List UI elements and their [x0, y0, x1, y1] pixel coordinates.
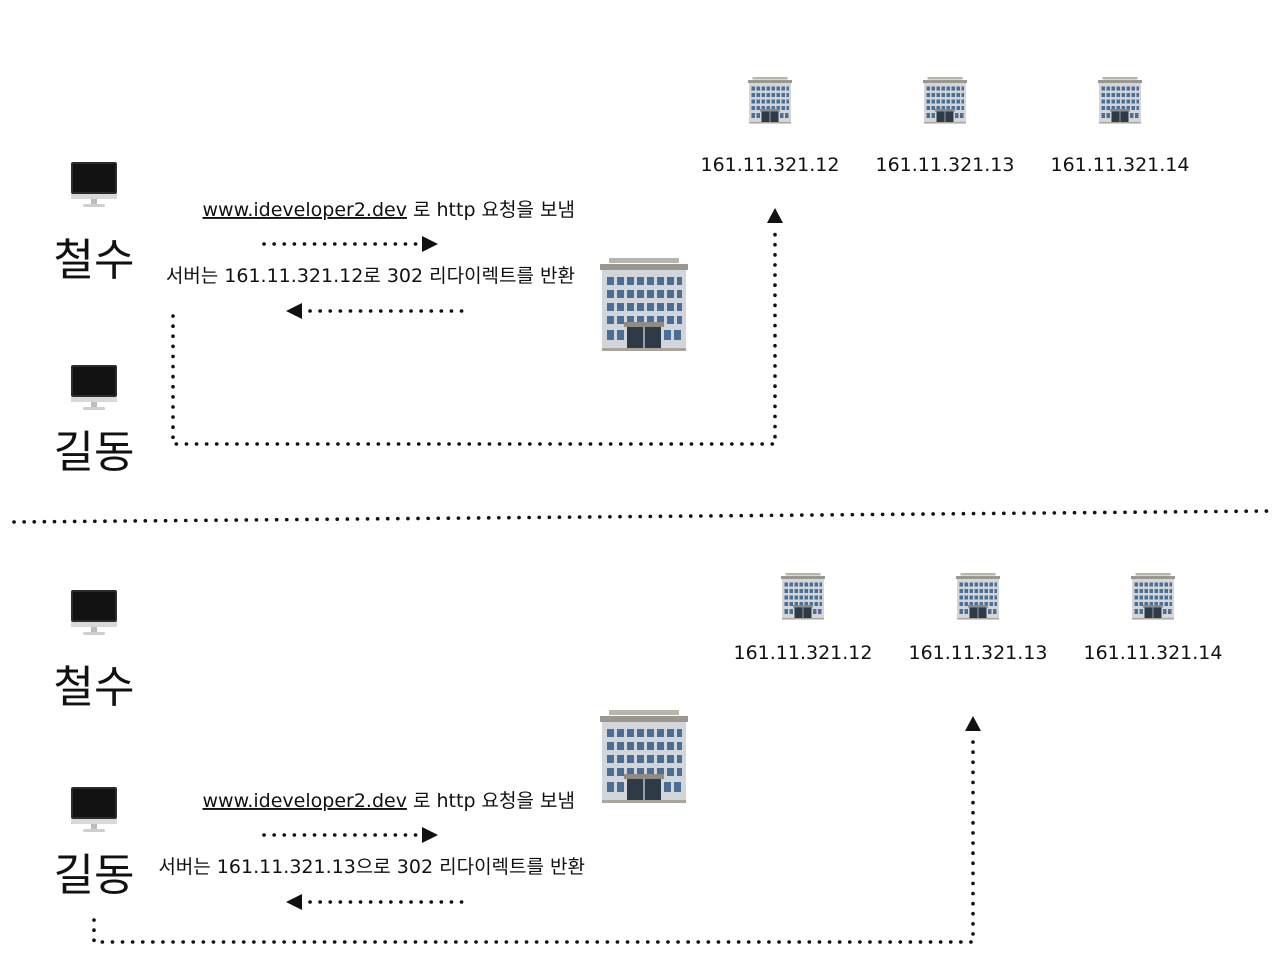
server-group-bottom: 161.11.321.12 161.11.321.13 161.11.321.1… [733, 573, 1223, 664]
section-divider [12, 509, 1274, 524]
request-text: 로 http 요청을 보냄 [407, 199, 575, 221]
arrow-up-icon [965, 716, 981, 731]
server-group-top: 161.11.321.12 161.11.321.13 161.11.321.1… [700, 77, 1190, 176]
office-building-icon [781, 573, 825, 620]
request-link: www.ideveloper2.dev [202, 199, 406, 221]
arrow-up-icon [767, 208, 783, 223]
office-building-icon [956, 573, 1000, 620]
office-building-icon [1131, 573, 1175, 620]
server-ip-label: 161.11.321.12 [733, 642, 872, 664]
office-building-icon [748, 77, 792, 124]
response-message-top: 서버는 161.11.321.12로 302 리다이렉트를 반환 [166, 265, 575, 287]
server-ip-label: 161.11.321.14 [1083, 642, 1222, 664]
request-message-bottom: www.ideveloper2.dev 로 http 요청을 보냄 [202, 790, 575, 812]
office-building-icon [600, 710, 688, 803]
redirect-path-bottom [92, 738, 975, 944]
request-link: www.ideveloper2.dev [202, 790, 406, 812]
desktop-computer-icon [71, 590, 117, 635]
user-label-top-b: 길동 [54, 427, 135, 478]
user-label-top-a: 철수 [54, 235, 135, 286]
arrow-right-icon [422, 236, 438, 252]
server-ip-label: 161.11.321.13 [875, 154, 1014, 176]
request-message-top: www.ideveloper2.dev 로 http 요청을 보냄 [202, 199, 575, 221]
user-label-bottom-b: 길동 [54, 850, 135, 901]
server-ip-label: 161.11.321.13 [908, 642, 1047, 664]
request-text: 로 http 요청을 보냄 [407, 790, 575, 812]
bottom-section: 철수 길동 www.ideveloper2.dev 로 http 요청을 보냄 … [54, 573, 1223, 944]
arrow-left-icon [286, 303, 302, 319]
response-message-bottom: 서버는 161.11.321.13으로 302 리다이렉트를 반환 [158, 856, 585, 878]
top-section: 철수 길동 www.ideveloper2.dev 로 http 요청을 보냄 … [54, 77, 1190, 478]
desktop-computer-icon [71, 162, 117, 207]
desktop-computer-icon [71, 787, 117, 832]
office-building-icon [600, 258, 688, 351]
office-building-icon [1098, 77, 1142, 124]
user-label-bottom-a: 철수 [54, 662, 135, 713]
arrow-left-icon [286, 894, 302, 910]
desktop-computer-icon [71, 365, 117, 410]
office-building-icon [923, 77, 967, 124]
server-ip-label: 161.11.321.14 [1050, 154, 1189, 176]
arrow-right-icon [422, 827, 438, 843]
server-ip-label: 161.11.321.12 [700, 154, 839, 176]
